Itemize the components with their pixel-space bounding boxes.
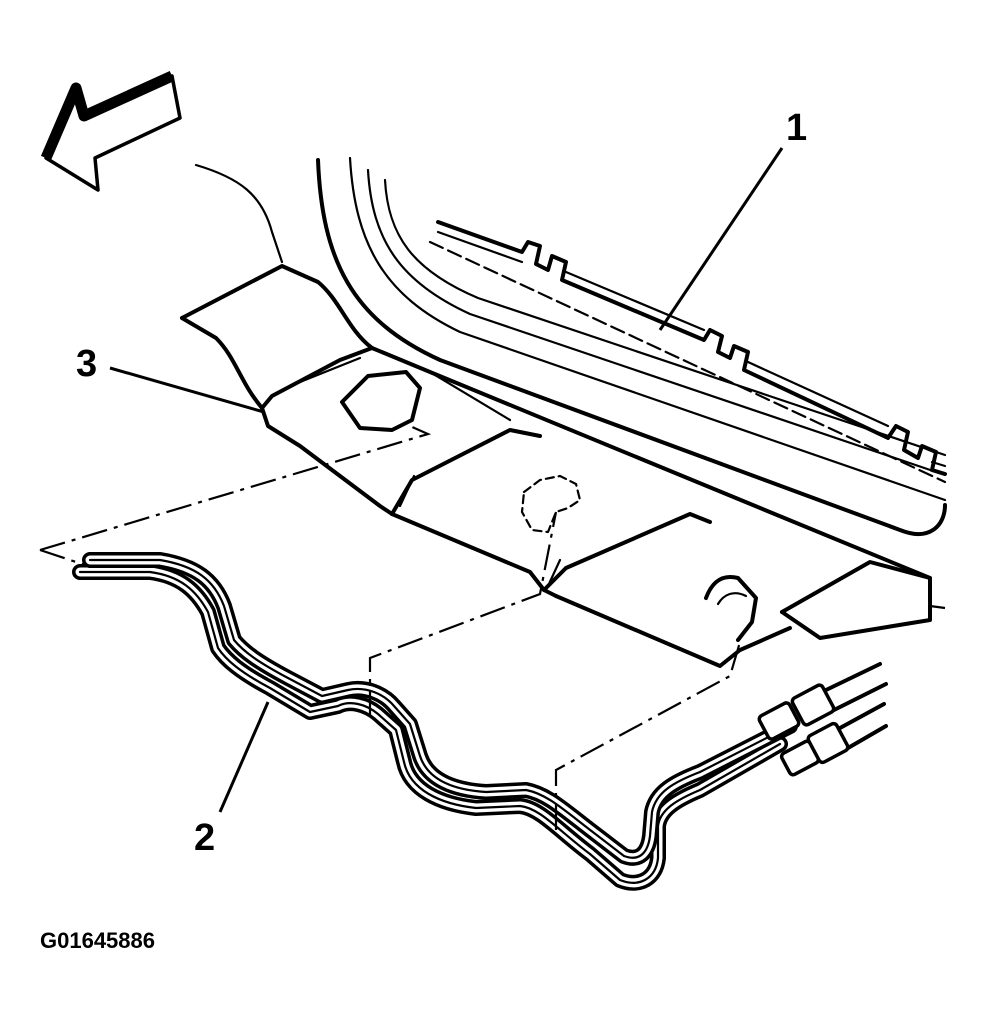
component-2-cooler-lines [72,552,888,891]
figure-code: G01645886 [40,928,155,953]
callout-2: 2 [194,817,215,859]
front-direction-arrow-icon [40,70,182,192]
leader-lines [109,147,784,813]
alignment-lines [39,424,946,830]
callout-3: 3 [76,343,97,385]
line-fitting-upper [757,662,888,741]
component-3-shield-panel [180,264,932,668]
component-1-retaining-rail [428,220,947,484]
line-fitting-lower [779,702,888,777]
body-floor-pan [194,156,947,536]
callout-1: 1 [786,107,807,149]
